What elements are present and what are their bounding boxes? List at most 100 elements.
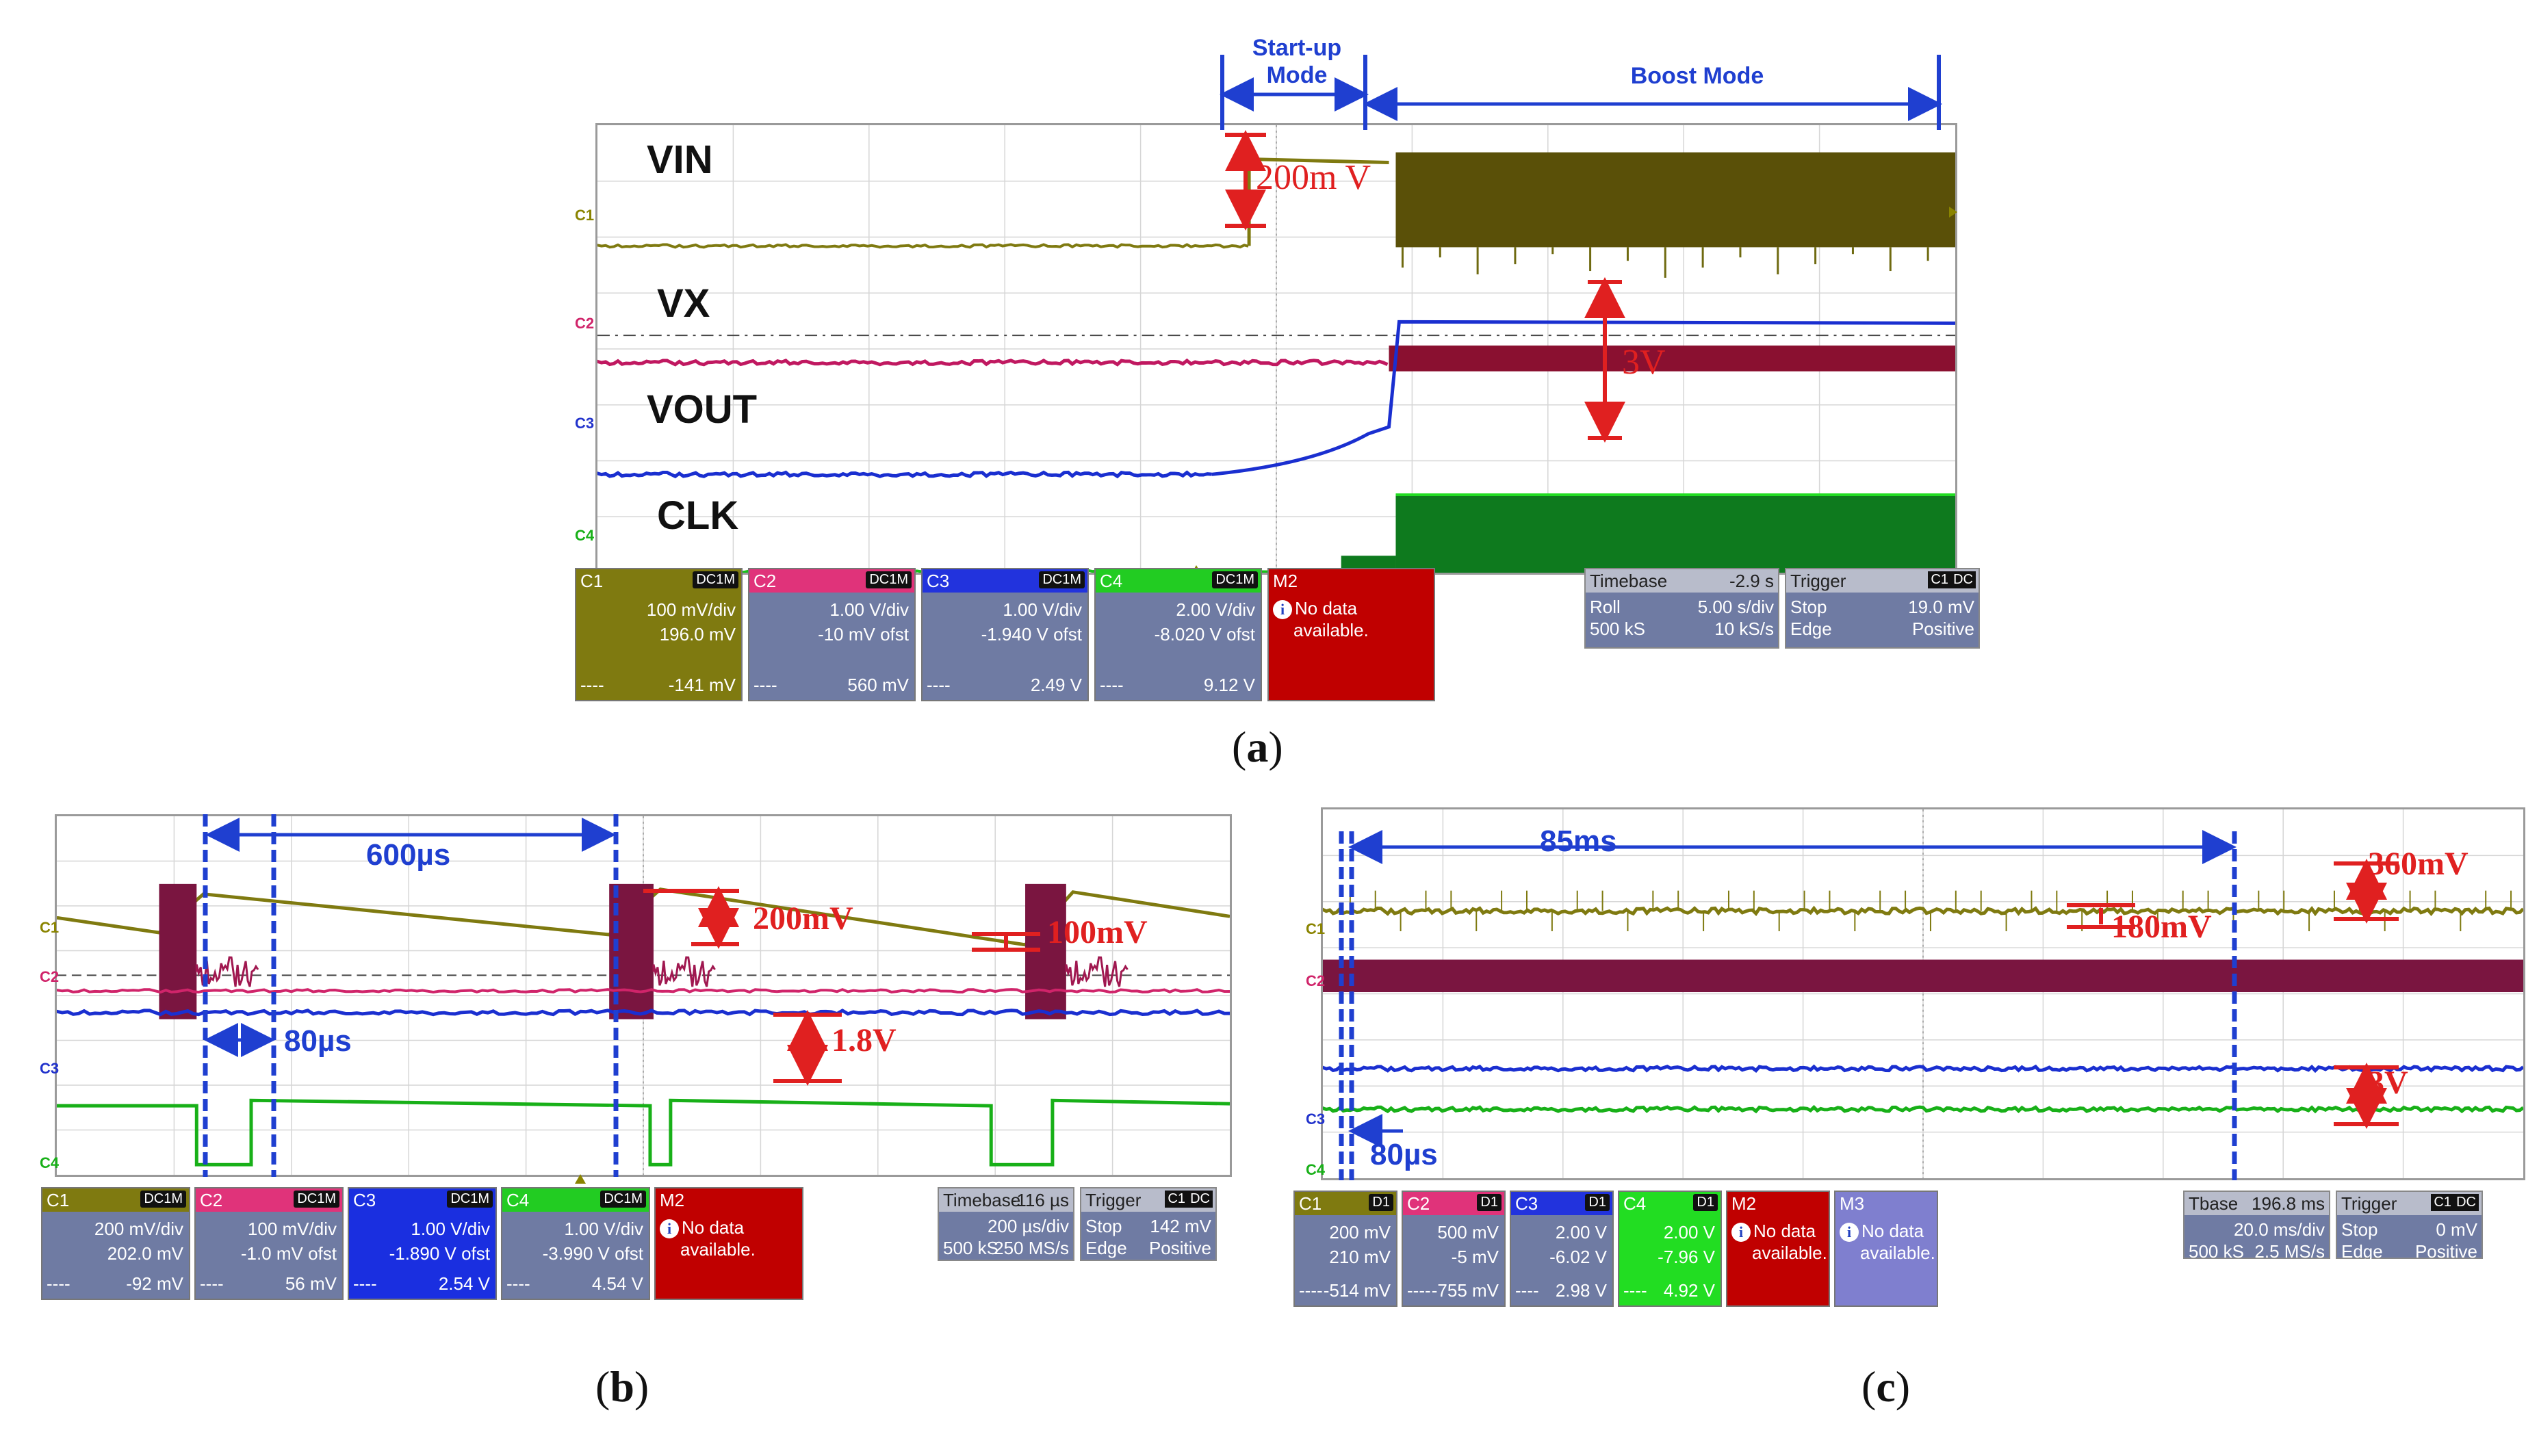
scale-value: 2.00 V/div bbox=[1176, 599, 1255, 620]
period-label: 600µs bbox=[366, 838, 451, 872]
pulse-label: 80µs bbox=[1370, 1138, 1438, 1171]
bottom-value: -755 mV bbox=[1431, 1280, 1499, 1301]
trigger-slope: Positive bbox=[1148, 1238, 1211, 1258]
coupling-tag: D1 bbox=[1369, 1194, 1393, 1211]
scale-value: 500 mV bbox=[1437, 1222, 1499, 1243]
coupling-tag: DC1M bbox=[294, 1191, 339, 1208]
channel-id: C3 bbox=[927, 571, 950, 591]
period-label: 85ms bbox=[1540, 824, 1617, 858]
trace-vout-rise bbox=[1211, 320, 1955, 476]
math-text1: No data bbox=[1861, 1221, 1924, 1241]
burst bbox=[159, 883, 197, 1019]
marker-c2: C2 bbox=[1306, 972, 1326, 989]
annotations-b bbox=[203, 814, 1040, 1184]
trace-vx bbox=[597, 358, 1389, 367]
annotations-a bbox=[1191, 55, 1957, 575]
trace-vout bbox=[597, 470, 1212, 479]
timebase-div: 5.00 s/div bbox=[1697, 597, 1774, 617]
scale-value: 1.00 V/div bbox=[564, 1219, 643, 1239]
coupling-tag: DC1M bbox=[447, 1191, 493, 1208]
trace-vin bbox=[597, 243, 1249, 249]
math-id: M2 bbox=[660, 1190, 685, 1210]
channel-id: C4 bbox=[1623, 1193, 1647, 1214]
drop1-label: 200mV bbox=[753, 900, 853, 937]
vout-label: 1.8V bbox=[832, 1022, 897, 1058]
trigger-state: Stop bbox=[1790, 597, 1827, 617]
trace-vout bbox=[57, 1009, 1230, 1017]
channel-id: C1 bbox=[1299, 1193, 1322, 1214]
scale-value: 1.00 V/div bbox=[829, 599, 909, 620]
trigger-source: C1 bbox=[1928, 571, 1951, 588]
offset-value: -7.96 V bbox=[1658, 1247, 1715, 1267]
pulse-label: 80µs bbox=[284, 1024, 352, 1058]
timebase-samples: 500 kS bbox=[2189, 1241, 2244, 1262]
trace-vx bbox=[1323, 959, 2523, 993]
scale-value: 1.00 V/div bbox=[411, 1219, 490, 1239]
trigger-level: 0 mV bbox=[2436, 1219, 2477, 1240]
bottom-value: 9.12 V bbox=[1203, 675, 1255, 695]
offset-value: -1.890 V ofst bbox=[389, 1243, 490, 1264]
trigger-slope: Positive bbox=[1911, 619, 1974, 639]
trigger-level: 142 mV bbox=[1150, 1216, 1211, 1236]
timebase-samples: 500 kS bbox=[1590, 619, 1645, 639]
marker-c3: C3 bbox=[575, 415, 595, 432]
offset-value: -5 mV bbox=[1451, 1247, 1499, 1267]
timebase-rate: 10 kS/s bbox=[1714, 619, 1774, 639]
channel-box-header: C2 DC1M bbox=[196, 1188, 342, 1212]
dash-line: ---- bbox=[1515, 1280, 1539, 1301]
dash-line: ---- bbox=[580, 675, 604, 695]
marker-c3: C3 bbox=[40, 1060, 60, 1077]
timebase-rate: 2.5 MS/s bbox=[2254, 1241, 2325, 1262]
channel-id: C2 bbox=[200, 1190, 223, 1210]
signal-vx: VX bbox=[657, 281, 710, 326]
channel-id: C2 bbox=[753, 571, 777, 591]
timebase-label: Timebase bbox=[1590, 571, 1668, 591]
r2-label: 180mV bbox=[2111, 909, 2212, 945]
scope-traces-c bbox=[1323, 809, 2523, 1178]
coupling-tag: DC1M bbox=[600, 1191, 646, 1208]
math-text2: available. bbox=[1860, 1243, 1935, 1263]
coupling-tag: DC1M bbox=[1039, 571, 1085, 588]
drop2-label: 100mV bbox=[1047, 914, 1148, 950]
marker-c4: C4 bbox=[1306, 1161, 1326, 1178]
trigger-label: Trigger bbox=[2341, 1193, 2397, 1214]
bottom-value: 2.49 V bbox=[1030, 675, 1082, 695]
timebase-div: 20.0 ms/div bbox=[2234, 1219, 2325, 1240]
boost-mode-label: Boost Mode bbox=[1630, 63, 1764, 89]
math-id: M2 bbox=[1731, 1193, 1757, 1214]
dash-line: ---- bbox=[753, 675, 777, 695]
channel-id: C4 bbox=[506, 1190, 530, 1210]
offset-value: 210 mV bbox=[1329, 1247, 1391, 1267]
math-id: M2 bbox=[1273, 571, 1298, 591]
bottom-value: 56 mV bbox=[285, 1273, 337, 1294]
math-text1: No data bbox=[682, 1217, 745, 1238]
bottom-value: 2.98 V bbox=[1555, 1280, 1607, 1301]
bottom-value: -92 mV bbox=[126, 1273, 183, 1294]
trigger-type: Edge bbox=[1085, 1238, 1127, 1258]
info-icon: i bbox=[660, 1219, 679, 1238]
trigger-label: Trigger bbox=[1790, 571, 1846, 591]
signal-vout: VOUT bbox=[647, 387, 758, 432]
scale-value: 2.00 V bbox=[1663, 1222, 1715, 1243]
marker-c1: C1 bbox=[1306, 920, 1326, 937]
scale-value: 100 mV/div bbox=[646, 599, 736, 620]
timebase-value: -116 µs bbox=[1010, 1190, 1069, 1210]
channel-id: C1 bbox=[47, 1190, 70, 1210]
timebase-header: Timebase-2.9 s bbox=[1586, 569, 1778, 593]
dash-line: ---- bbox=[1407, 1280, 1431, 1301]
bottom-value: 4.54 V bbox=[591, 1273, 643, 1294]
trigger-marker bbox=[575, 1174, 586, 1184]
